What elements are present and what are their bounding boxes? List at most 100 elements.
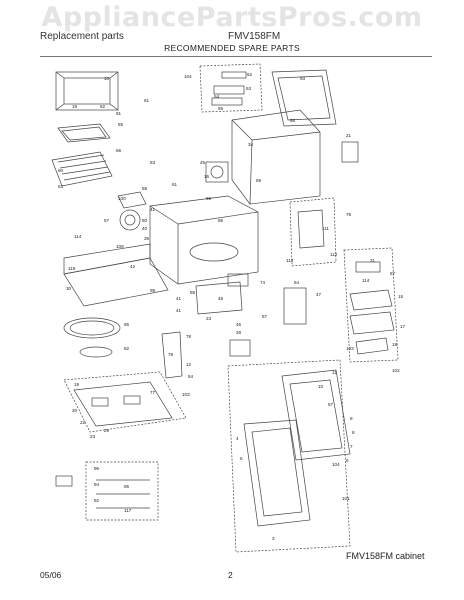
part-label: 11 — [332, 370, 337, 375]
part-label: 65 — [124, 322, 130, 327]
part-label: 69 — [206, 196, 212, 201]
diagram-caption: FMV158FM cabinet — [346, 551, 425, 561]
part-label: 10 — [318, 384, 324, 389]
part-label: 47 — [316, 292, 322, 297]
header-rule — [40, 56, 432, 57]
part-label: 117 — [124, 508, 132, 513]
part-label: 21 — [346, 133, 352, 138]
part-label: 22 — [80, 420, 86, 425]
part-label: 101 — [342, 496, 350, 501]
part-label: 12 — [186, 362, 192, 367]
part-label: 41 — [176, 296, 182, 301]
right-parts-box — [343, 247, 399, 363]
part-label: 18 — [392, 342, 398, 347]
filter-group-box — [199, 63, 263, 113]
hardware-box — [85, 461, 159, 521]
door-frame-small — [283, 287, 307, 325]
part-label: 30 — [66, 286, 72, 291]
part-label: 10 — [104, 76, 110, 81]
part-label: 56 — [290, 118, 296, 123]
part-label: 53 — [246, 86, 252, 91]
part-label: 119 — [68, 266, 76, 271]
part-label: 54 — [188, 374, 194, 379]
part-label: 95 — [124, 484, 130, 489]
part-label: 48 — [218, 296, 224, 301]
part-label: 7 — [350, 444, 353, 449]
part-label: 57 — [262, 314, 268, 319]
part-label: 76 — [346, 212, 352, 217]
part-label: 4 — [236, 436, 239, 441]
part-label: 41 — [150, 207, 156, 212]
part-label: 109 — [116, 244, 124, 249]
part-label: 103 — [182, 392, 190, 397]
part-label: 91 — [116, 111, 122, 116]
part-label: 93 — [300, 76, 306, 81]
part-label: 78 — [186, 334, 192, 339]
front-grille-bar — [63, 243, 169, 307]
inner-cavity-part — [149, 195, 259, 285]
part-label: 60 — [58, 168, 64, 173]
part-label: 63 — [58, 184, 64, 189]
part-label: 104 — [332, 462, 340, 467]
part-label: 29 — [104, 428, 110, 433]
part-label: 54 — [214, 94, 220, 99]
part-label: 113 — [286, 258, 294, 263]
part-label: 100 — [118, 196, 126, 201]
part-label: 77 — [150, 390, 156, 395]
part-label: 104 — [184, 74, 192, 79]
part-label: 65 — [118, 122, 124, 127]
footer-page: 2 — [228, 570, 233, 580]
part-label: 57 — [104, 218, 110, 223]
part-label: 55 — [218, 106, 224, 111]
watermark: AppliancePartsPros.com — [41, 2, 423, 33]
part-label: 111 — [322, 226, 329, 231]
part-labels: 104 52 53 54 55 93 10 19 62 61 91 21 60 … — [58, 72, 406, 541]
part-label: 61 — [172, 182, 178, 187]
part-label: 53 — [150, 160, 156, 165]
part-label: 66 — [116, 148, 122, 153]
part-label: 82 — [124, 346, 130, 351]
part-label: 6 — [346, 458, 349, 463]
part-label: 23 — [206, 316, 212, 321]
part-label: 5 — [240, 456, 243, 461]
part-label: 79 — [168, 352, 174, 357]
part-label: 42 — [130, 264, 136, 269]
part-label: 99 — [150, 288, 156, 293]
door-assembly-box — [227, 359, 351, 553]
header-model: FMV158FM — [228, 31, 281, 42]
part-label: 103 — [346, 346, 354, 351]
part-label: 3 — [272, 536, 275, 541]
part-label: 112 — [330, 252, 338, 257]
part-label: 59 — [256, 178, 262, 183]
card-part — [55, 475, 73, 487]
turntable-plate — [63, 317, 121, 339]
part-label: 20 — [72, 408, 78, 413]
part-label: 45 — [236, 322, 242, 327]
oven-rack-part — [51, 151, 113, 187]
part-label: 8 — [352, 430, 355, 435]
control-board-part — [195, 273, 249, 315]
base-plate-box — [63, 371, 187, 433]
top-plate-part — [271, 69, 337, 127]
part-label: 61 — [144, 98, 150, 103]
part-label: 45 — [200, 160, 206, 165]
part-label: 57 — [328, 402, 334, 407]
header-left: Replacement parts — [40, 31, 124, 42]
part-label: 50 — [142, 218, 148, 223]
part-label: 114 — [362, 278, 370, 283]
part-label: 92 — [94, 498, 100, 503]
part-label: 58 — [142, 186, 148, 191]
small-plate-part — [341, 141, 359, 163]
part-label: 87 — [390, 271, 396, 276]
vent-grille-part — [57, 123, 111, 143]
part-label: 9 — [350, 416, 353, 421]
part-label: 102 — [392, 368, 400, 373]
part-label: 114 — [74, 234, 82, 239]
roller-ring — [79, 346, 113, 358]
outer-case-part — [231, 109, 321, 205]
part-label: 31 — [370, 258, 376, 263]
part-label: 19 — [72, 104, 78, 109]
part-label: 88 — [190, 290, 196, 295]
control-group-box — [289, 197, 337, 267]
